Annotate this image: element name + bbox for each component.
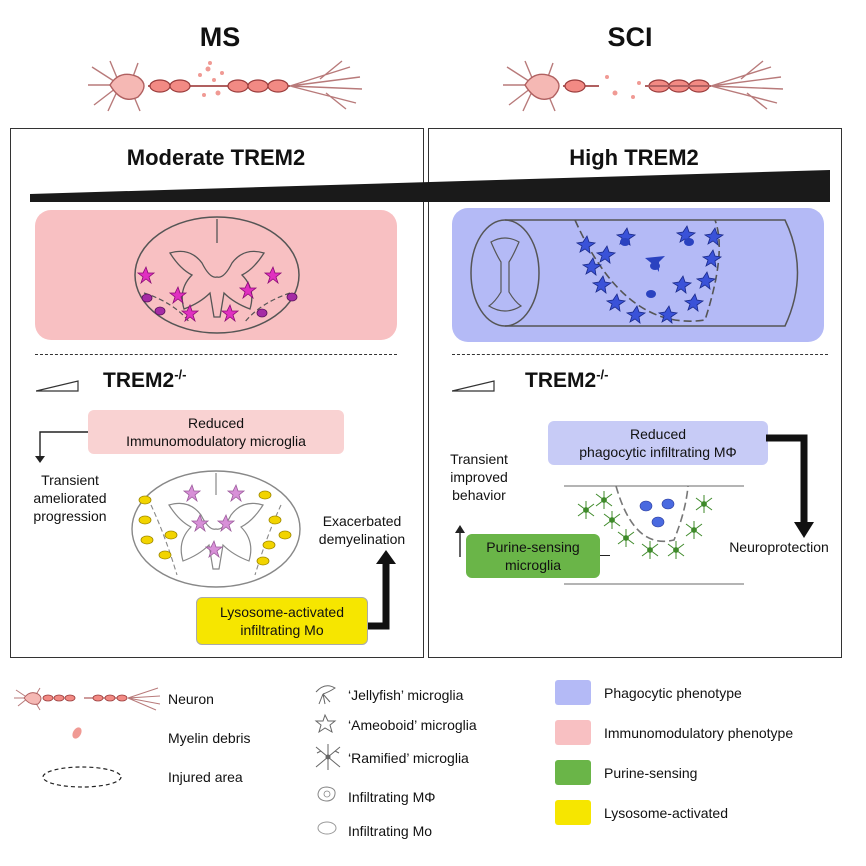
legend-immunomodulatory-label: Immunomodulatory phenotype <box>604 725 794 741</box>
spinal-cord-cross-section <box>134 216 300 334</box>
legend-ramified-label: ‘Ramified’ microglia <box>348 750 469 766</box>
neuron-sci-illustration <box>503 60 784 112</box>
lysosome-activated-box: Lysosome-activated infiltrating Mo <box>196 597 368 645</box>
left-small-wedge <box>36 380 79 392</box>
reduced-phagocytic-box: Reduced phagocytic infiltrating MΦ <box>548 421 768 465</box>
neuron-ms-illustration <box>88 60 363 112</box>
header-ms: MS <box>199 22 241 52</box>
legend-neuron-label: Neuron <box>168 691 214 707</box>
legend-myelin-icon <box>72 727 82 739</box>
right-separator <box>452 354 828 355</box>
legend-purine-label: Purine-sensing <box>604 765 698 781</box>
legend-ameoboid-icon <box>314 713 337 734</box>
legend-injured-label: Injured area <box>168 769 243 785</box>
legend-ramified-icon <box>315 744 341 770</box>
legend-lysosome-swatch <box>555 800 591 825</box>
right-up-arrow <box>455 525 465 557</box>
legend-immunomodulatory-swatch <box>555 720 591 745</box>
right-panel <box>428 128 842 658</box>
legend-purine-swatch <box>555 760 591 785</box>
right-panel-title: High TREM2 <box>569 145 699 170</box>
immunomodulatory-region <box>35 210 397 340</box>
right-genotype-label: TREM2-/- <box>525 367 609 392</box>
legend-ameoboid-label: ‘Ameoboid’ microglia <box>348 717 477 733</box>
left-separator <box>35 354 397 355</box>
spinal-cord-knockout-longitudinal <box>564 485 744 585</box>
header-sci: SCI <box>607 22 653 52</box>
right-down-arrow <box>766 434 814 538</box>
spinal-cord-knockout-cross-section <box>131 470 301 588</box>
right-transient-text: Transient improved behavior <box>450 451 508 503</box>
right-small-wedge <box>452 380 495 392</box>
legend-injured-icon <box>42 766 122 788</box>
left-panel-title: Moderate TREM2 <box>126 145 306 170</box>
left-panel <box>10 128 424 658</box>
neuroprotection-text: Neuroprotection <box>729 539 829 555</box>
trem2-level-wedge <box>30 170 830 202</box>
spinal-cord-longitudinal <box>470 219 799 327</box>
left-genotype-label: TREM2-/- <box>103 367 187 392</box>
legend-infiltrating-mphi-icon <box>317 786 336 802</box>
purine-connector <box>600 555 610 556</box>
legend-infiltrating-mphi-label: Infiltrating MΦ <box>348 789 436 805</box>
left-down-arrow <box>35 431 88 463</box>
left-up-arrow <box>364 550 396 630</box>
legend-jellyfish-label: ‘Jellyfish’ microglia <box>348 687 464 703</box>
legend-phagocytic-swatch <box>555 680 591 705</box>
purine-sensing-box: Purine-sensing microglia <box>466 534 600 578</box>
legend-infiltrating-mo-icon <box>317 821 337 835</box>
legend-jellyfish-icon <box>315 685 336 705</box>
exacerbated-text: Exacerbated demyelination <box>318 513 406 547</box>
legend-neuron-icon <box>14 687 161 711</box>
left-transient-text: Transient ameliorated progression <box>33 472 107 524</box>
reduced-immunomodulatory-box: Reduced Immunomodulatory microglia <box>88 410 344 454</box>
legend-lysosome-label: Lysosome-activated <box>604 805 728 821</box>
legend-infiltrating-mo-label: Infiltrating Mo <box>348 823 433 839</box>
legend-myelin-label: Myelin debris <box>168 730 251 746</box>
legend-phagocytic-label: Phagocytic phenotype <box>604 685 742 701</box>
